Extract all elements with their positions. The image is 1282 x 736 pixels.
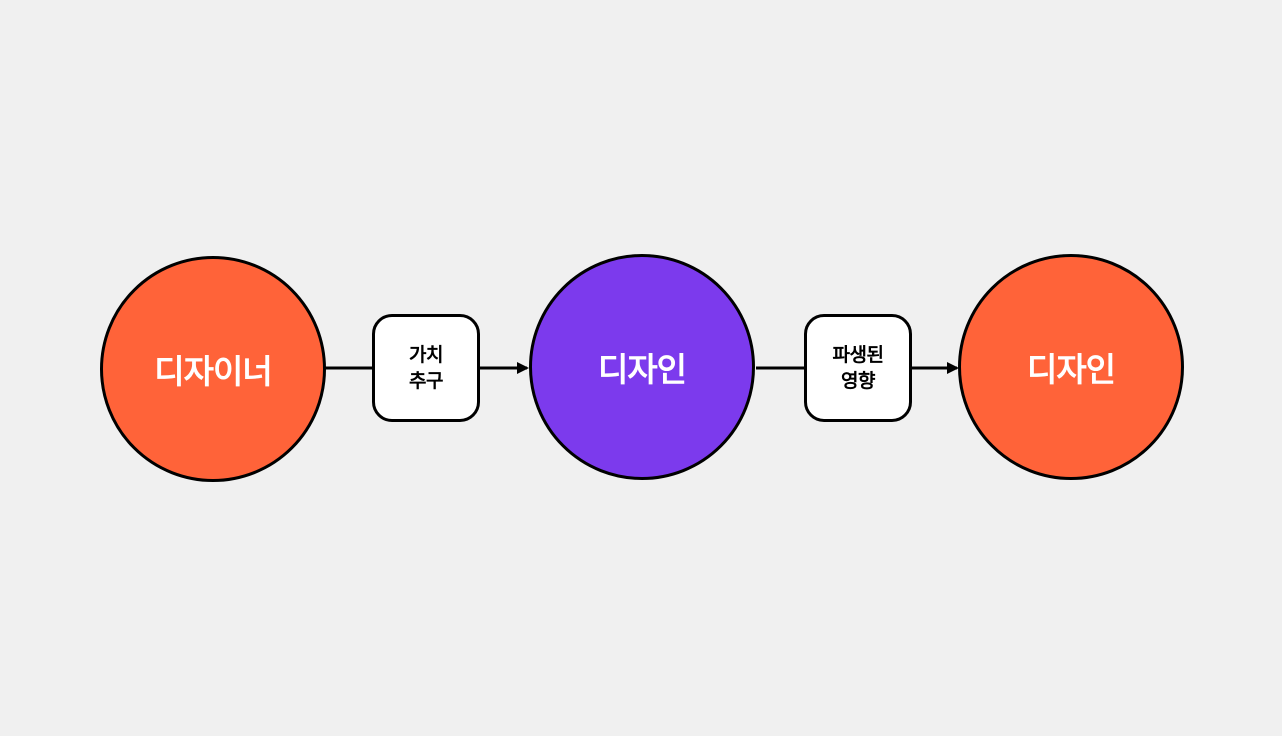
node-designer-label: 디자이너 — [154, 352, 272, 391]
edge-label-derived-impact: 파생된 영향 — [804, 314, 912, 422]
edge-label-line: 추구 — [409, 370, 443, 392]
node-design-right: 디자인 — [958, 254, 1184, 480]
node-design-center: 디자인 — [529, 254, 755, 480]
node-design-right-label: 디자인 — [1026, 350, 1116, 389]
edge-label-line: 영향 — [841, 370, 875, 392]
edge-label-value-pursuit: 가치 추구 — [372, 314, 480, 422]
node-design-center-label: 디자인 — [597, 350, 687, 389]
edge-label-line: 파생된 — [832, 344, 884, 366]
edge-label-line: 가치 — [409, 344, 443, 366]
node-designer: 디자이너 — [100, 256, 326, 482]
